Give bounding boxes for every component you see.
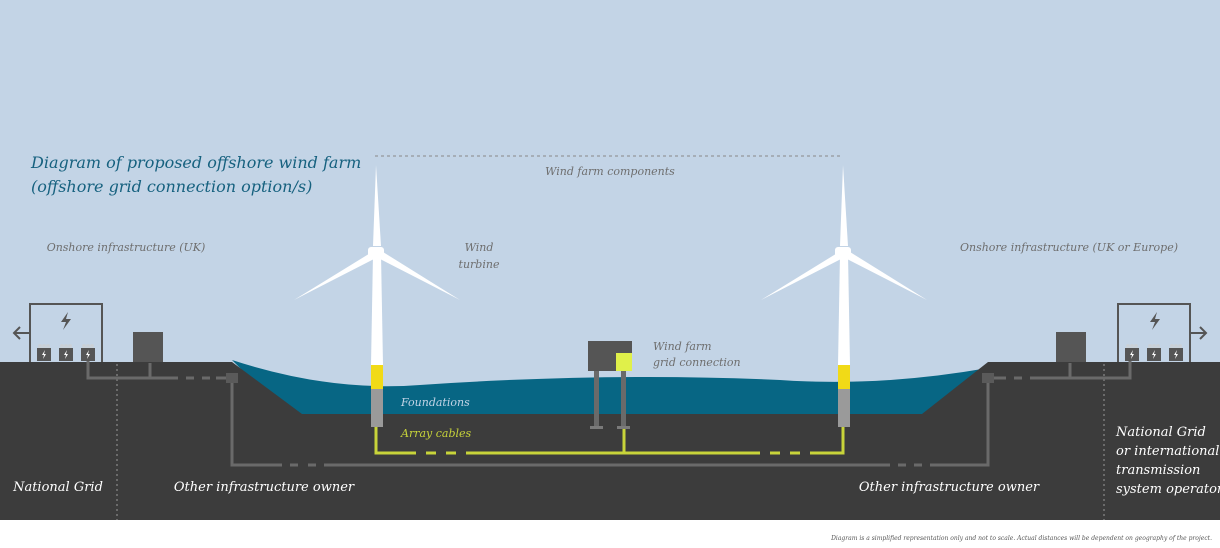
- label-onshore-uk: Onshore infrastructure (UK): [47, 241, 206, 254]
- arrow-right-icon: [1190, 326, 1208, 340]
- label-national-grid: National Grid: [12, 480, 103, 495]
- diagram-title-line2: (offshore grid connection option/s): [31, 177, 312, 196]
- label-onshore-uk-europe: Onshore infrastructure (UK or Europe): [960, 241, 1178, 254]
- wind-farm-grid-connection-platform: [588, 341, 632, 429]
- wind-turbine-icon: [371, 254, 383, 365]
- sea: [232, 360, 988, 416]
- label-right-operator-line2: or international: [1116, 444, 1219, 459]
- footnote: Diagram is a simplified representation o…: [830, 535, 1212, 542]
- lightning-bolt-icon: [1150, 312, 1160, 330]
- label-right-operator-line3: transmission: [1116, 463, 1200, 478]
- diagram-title-line1: Diagram of proposed offshore wind farm: [30, 153, 361, 172]
- label-right-operator-line1: National Grid: [1115, 425, 1206, 440]
- label-wind-farm-components: Wind farm components: [545, 165, 675, 178]
- foundation-transition-piece: [371, 365, 383, 389]
- wind-turbine-icon: [838, 254, 850, 365]
- cable-joint-left: [226, 373, 238, 383]
- label-wind-turbine-line1: Wind: [465, 241, 494, 254]
- ground: [0, 362, 1220, 520]
- label-wind-turbine-line2: turbine: [459, 258, 500, 271]
- footnote-band: [0, 520, 1220, 543]
- foundation-lower: [838, 389, 850, 427]
- arrow-left-icon: [12, 326, 30, 340]
- label-right-operator-line4: system operator: [1116, 482, 1220, 497]
- export-cables: [86, 360, 1132, 467]
- label-grid-connection-line2: grid connection: [653, 356, 741, 369]
- foundation-lower: [371, 389, 383, 427]
- label-foundations: Foundations: [400, 396, 470, 409]
- label-other-owner-left: Other infrastructure owner: [174, 480, 355, 495]
- array-cables: [374, 426, 845, 455]
- lightning-bolt-icon: [61, 312, 71, 330]
- substation-left: [12, 303, 103, 362]
- wind-turbine-right: [761, 165, 927, 427]
- cable-joint-right: [982, 373, 994, 383]
- wind-turbine-left: [294, 165, 460, 427]
- label-array-cables: Array cables: [400, 427, 472, 440]
- substation-right: [1117, 303, 1208, 362]
- label-other-owner-right: Other infrastructure owner: [859, 480, 1040, 495]
- onshore-building-right: [1056, 332, 1086, 362]
- foundation-transition-piece: [838, 365, 850, 389]
- label-grid-connection-line1: Wind farm: [653, 340, 712, 353]
- onshore-building-left: [133, 332, 163, 362]
